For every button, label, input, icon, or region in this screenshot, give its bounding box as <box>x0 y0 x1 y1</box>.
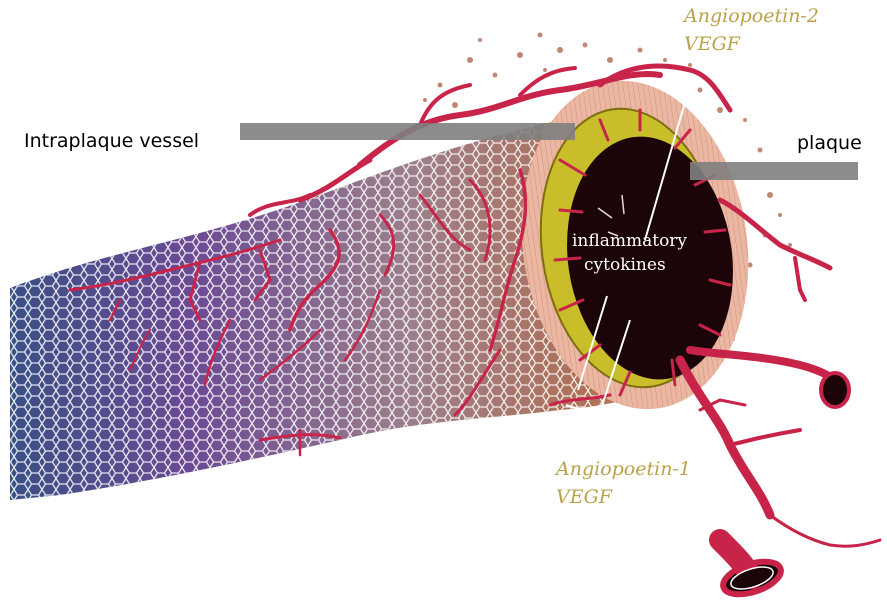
label-vegf-top: VEGF <box>684 33 740 56</box>
label-cytokines: cytokines <box>584 255 666 275</box>
vessel-mouth-right <box>821 373 849 407</box>
label-inflammatory: inflammatory <box>572 231 687 251</box>
label-plaque: plaque <box>797 132 862 155</box>
label-vegf-bottom: VEGF <box>556 486 612 509</box>
label-intraplaque-vessel: Intraplaque vessel <box>24 130 199 153</box>
pointer-bar-intraplaque <box>240 123 575 140</box>
pointer-bar-plaque <box>690 162 858 180</box>
label-angiopoetin-2: Angiopoetin-2 <box>684 5 819 28</box>
label-angiopoetin-1: Angiopoetin-1 <box>556 458 691 481</box>
